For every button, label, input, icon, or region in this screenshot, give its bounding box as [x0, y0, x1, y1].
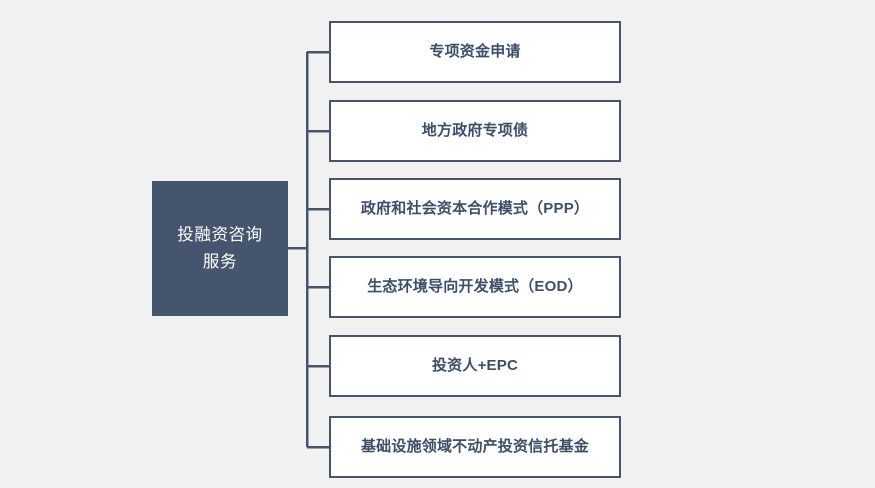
branch-box-special-fund-application[interactable]: 专项资金申请 [329, 21, 621, 83]
root-node-label: 投融资咨询 服务 [177, 225, 263, 271]
root-node-investment-financing-consulting[interactable]: 投融资咨询 服务 [152, 181, 288, 316]
branch-box-investor-plus-epc[interactable]: 投资人+EPC [329, 335, 621, 397]
branch-label: 基础设施领域不动产投资信托基金 [360, 438, 589, 456]
branch-label: 专项资金申请 [429, 43, 521, 61]
branch-label: 生态环境导向开发模式（EOD） [367, 278, 583, 296]
branch-box-local-government-special-bond[interactable]: 地方政府专项债 [329, 100, 621, 162]
branch-label: 政府和社会资本合作模式（PPP） [360, 200, 590, 218]
branch-box-ppp[interactable]: 政府和社会资本合作模式（PPP） [329, 178, 621, 240]
branch-label: 地方政府专项债 [421, 122, 529, 140]
branch-box-infrastructure-reits[interactable]: 基础设施领域不动产投资信托基金 [329, 416, 621, 478]
branch-box-eod[interactable]: 生态环境导向开发模式（EOD） [329, 256, 621, 318]
branch-label: 投资人+EPC [431, 357, 518, 375]
